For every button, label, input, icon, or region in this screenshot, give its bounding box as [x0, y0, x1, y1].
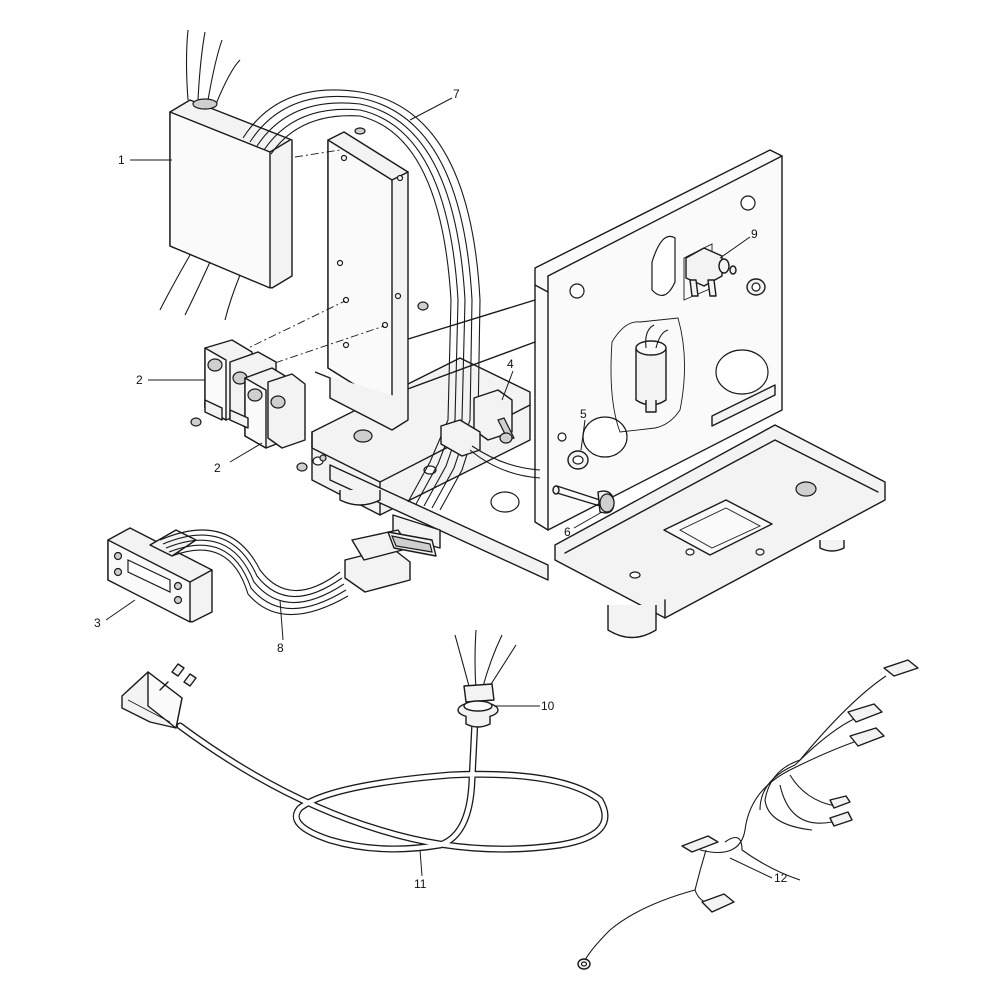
control-box — [159, 29, 293, 321]
cable-gland-10 — [454, 629, 517, 728]
capacitor — [635, 324, 669, 413]
callout-12: 12 — [774, 871, 788, 885]
callout-2-upper: 2 — [136, 373, 143, 387]
callout-10: 10 — [541, 699, 555, 713]
callout-labels: 1 2 2 3 4 5 6 7 8 9 10 11 12 — [94, 87, 788, 891]
toggle-switch — [440, 389, 541, 479]
callout-2-lower: 2 — [214, 461, 221, 475]
callout-8: 8 — [277, 641, 284, 655]
leader-lines — [105, 97, 773, 879]
display-module — [107, 527, 213, 623]
callout-3: 3 — [94, 616, 101, 630]
mounting-plate — [239, 127, 429, 431]
relay-modules — [190, 339, 327, 472]
knob-6 — [552, 485, 615, 514]
grommet-5 — [567, 450, 589, 470]
callout-5: 5 — [580, 407, 587, 421]
callout-7: 7 — [453, 87, 460, 101]
callout-1: 1 — [118, 153, 125, 167]
power-cord-11 — [121, 663, 609, 853]
ribbon-cable-8 — [159, 529, 437, 615]
callout-4: 4 — [507, 357, 514, 371]
callout-11: 11 — [414, 877, 427, 891]
thermostat-9 — [685, 247, 766, 297]
callout-9: 9 — [751, 227, 758, 241]
callout-6: 6 — [564, 525, 571, 539]
wiring-harness-12 — [577, 659, 919, 970]
